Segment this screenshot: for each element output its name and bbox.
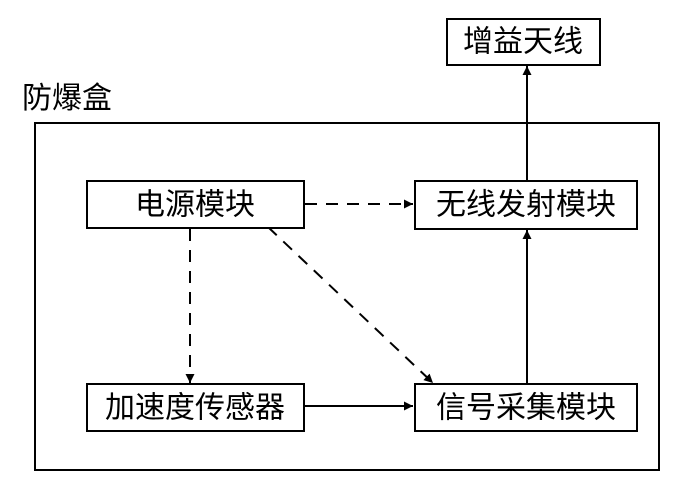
node-wireless: 无线发射模块: [414, 180, 638, 230]
explosion-proof-box-label: 防爆盒: [22, 81, 112, 116]
node-acquisition: 信号采集模块: [414, 383, 638, 432]
node-sensor: 加速度传感器: [86, 383, 305, 432]
node-acquisition-label: 信号采集模块: [436, 391, 616, 426]
node-power-label: 电源模块: [135, 188, 255, 223]
node-antenna-label: 增益天线: [463, 25, 583, 60]
node-wireless-label: 无线发射模块: [436, 188, 616, 223]
node-sensor-label: 加速度传感器: [105, 391, 285, 426]
explosion-proof-box: [34, 122, 660, 471]
edge-power-to-acquisition: [267, 226, 434, 384]
node-power: 电源模块: [86, 180, 305, 229]
node-antenna: 增益天线: [446, 18, 601, 66]
